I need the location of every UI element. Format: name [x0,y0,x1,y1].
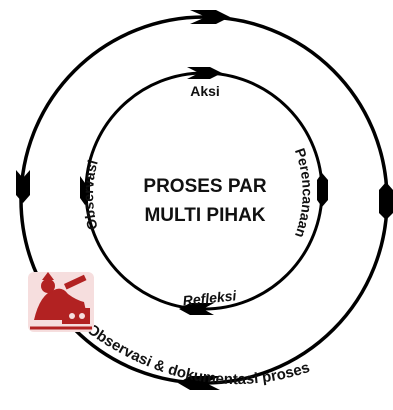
label-perencanaan: Perencanaan [292,146,316,240]
center-title-line2: MULTI PIHAK [144,205,265,226]
label-refleksi: Refleksi [182,287,238,309]
inner-left-arrow-icon [80,176,90,205]
outer-right-arrow-icon [379,182,393,220]
outer-left-arrow-icon [16,170,30,203]
inner-top-arrow-icon [187,67,222,79]
center-title-line1: PROSES PAR [143,176,266,197]
outer-bottom-arrow-icon [178,376,220,390]
outer-top-arrow-icon [190,10,230,24]
label-aksi: Aksi [190,83,220,99]
outer-cycle-label: Observasi & dokumentasi proses [84,321,312,388]
inner-bottom-arrow-icon [179,303,214,315]
label-observasi: Observasi [80,158,101,232]
inner-right-arrow-icon [317,173,328,207]
logo-icon [28,272,94,332]
